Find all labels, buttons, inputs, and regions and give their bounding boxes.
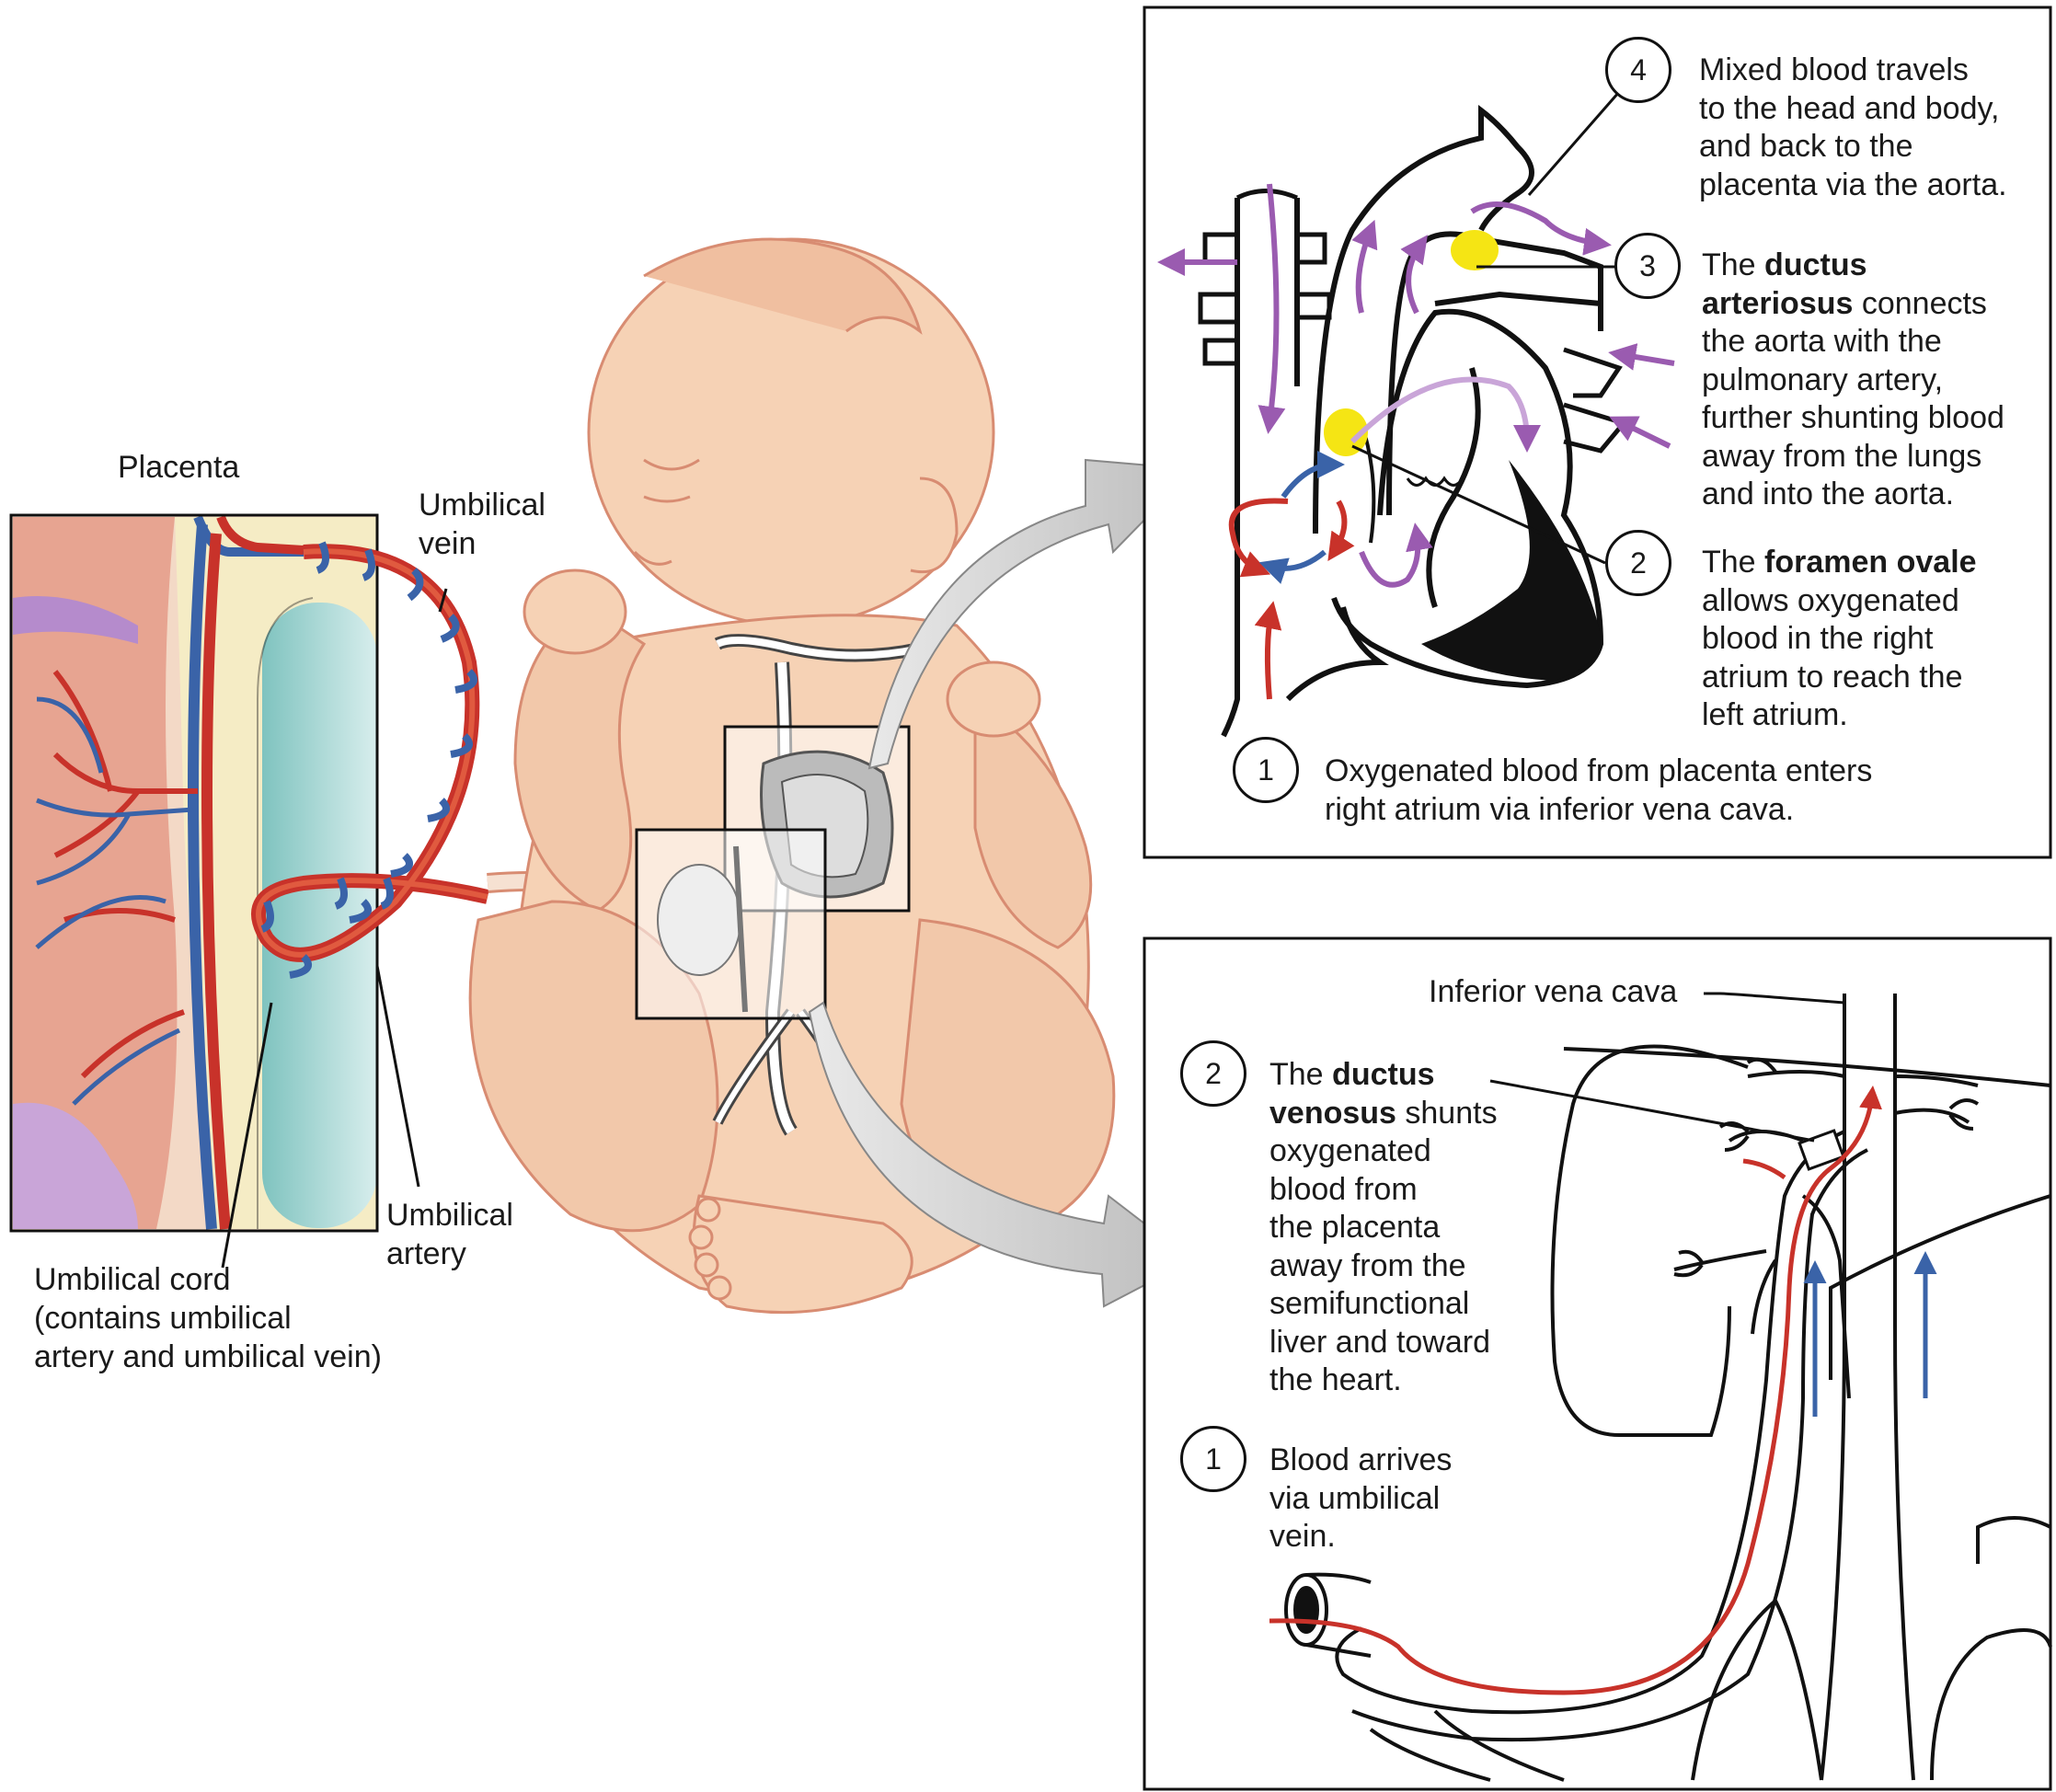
foramen-ovale-highlight [1324,408,1368,456]
liver-step-2-marker: 2 [1180,1040,1246,1107]
heart-step-1-marker: 1 [1233,737,1299,803]
placenta-panel [9,513,379,1233]
umbilical-cord-label-line2: (contains umbilical [34,1301,292,1336]
umbilical-cord-label-line3: artery and umbilical vein) [34,1339,382,1374]
liver-step-2-text: The ductus venosus shunts oxygenated blo… [1269,1057,1498,1397]
heart-panel [1143,6,2052,859]
placenta-label: Placenta [118,450,240,485]
fetus-illustration [468,237,1116,1315]
umbilical-cord-label-line1: Umbilical cord [34,1262,231,1297]
heart-step-4-text: Mixed blood travels to the head and body… [1699,52,2007,202]
umbilical-vein-label-line1: Umbilical [419,488,546,523]
inferior-vena-cava-label: Inferior vena cava [1429,974,1678,1009]
liver-step-1-text: Blood arrives via umbilical vein. [1269,1442,1453,1554]
left-leader-lines [221,588,448,1269]
heart-step-4-marker: 4 [1605,37,1671,103]
heart-step-3-marker: 3 [1614,233,1681,299]
liver-inset-box [635,828,827,1020]
heart-step-1-text: Oxygenated blood from placenta enters ri… [1325,753,1873,827]
umbilical-vein-label-line2: vein [419,526,477,561]
umbilical-artery-label-line1: Umbilical [386,1198,513,1233]
liver-panel [1143,936,2052,1791]
umbilical-artery-label-line2: artery [386,1236,466,1271]
heart-step-3-text: The ductus arteriosus connects the aorta… [1702,247,2004,511]
heart-step-2-text: The foramen ovale allows oxygenated bloo… [1702,545,1977,732]
ductus-arteriosus-highlight [1451,230,1499,270]
liver-step-1-marker: 1 [1180,1426,1246,1492]
heart-step-2-marker: 2 [1605,530,1671,596]
